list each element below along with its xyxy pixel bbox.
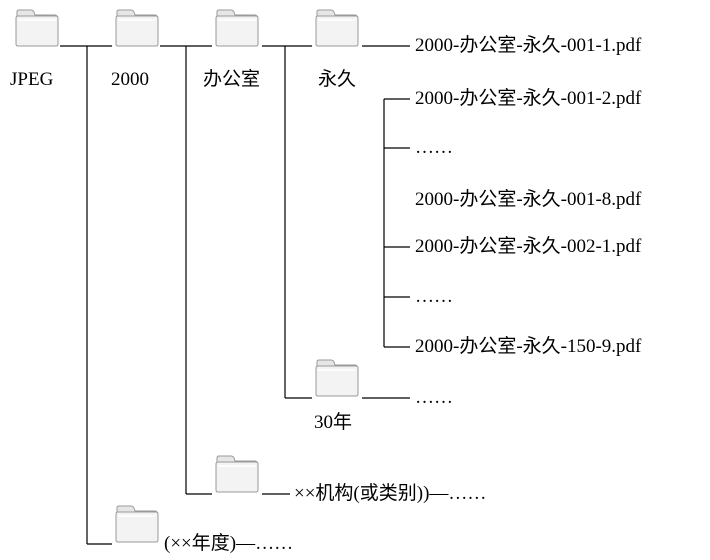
folder-label-dept: 办公室 <box>203 69 261 90</box>
folder-label-year: 2000 <box>111 69 149 90</box>
file-entry[interactable]: 2000-办公室-永久-001-2.pdf <box>415 88 642 109</box>
folder-icon[interactable] <box>214 8 260 48</box>
folder-icon[interactable] <box>114 504 160 544</box>
file-ellipsis: …… <box>415 286 453 307</box>
folder-icon[interactable] <box>214 454 260 494</box>
folder-icon[interactable] <box>314 8 360 48</box>
folder-icon[interactable] <box>14 8 60 48</box>
thirty-year-files-ellipsis: …… <box>415 387 453 408</box>
folder-label-30-years: 30年 <box>314 412 353 433</box>
file-entry[interactable]: 2000-办公室-永久-002-1.pdf <box>415 236 642 257</box>
folder-label-root: JPEG <box>10 69 54 90</box>
folder-icon[interactable] <box>314 358 360 398</box>
file-entry[interactable]: 2000-办公室-永久-001-8.pdf <box>415 189 642 210</box>
year-label: (××年度)—…… <box>164 533 294 554</box>
folder-label-permanent: 永久 <box>318 69 357 90</box>
file-entry[interactable]: 2000-办公室-永久-001-1.pdf <box>415 35 642 56</box>
org-category-label: ××机构(或类别))—…… <box>294 483 487 504</box>
folder-icon[interactable] <box>114 8 160 48</box>
file-ellipsis: …… <box>415 137 453 158</box>
file-entry[interactable]: 2000-办公室-永久-150-9.pdf <box>415 336 642 357</box>
